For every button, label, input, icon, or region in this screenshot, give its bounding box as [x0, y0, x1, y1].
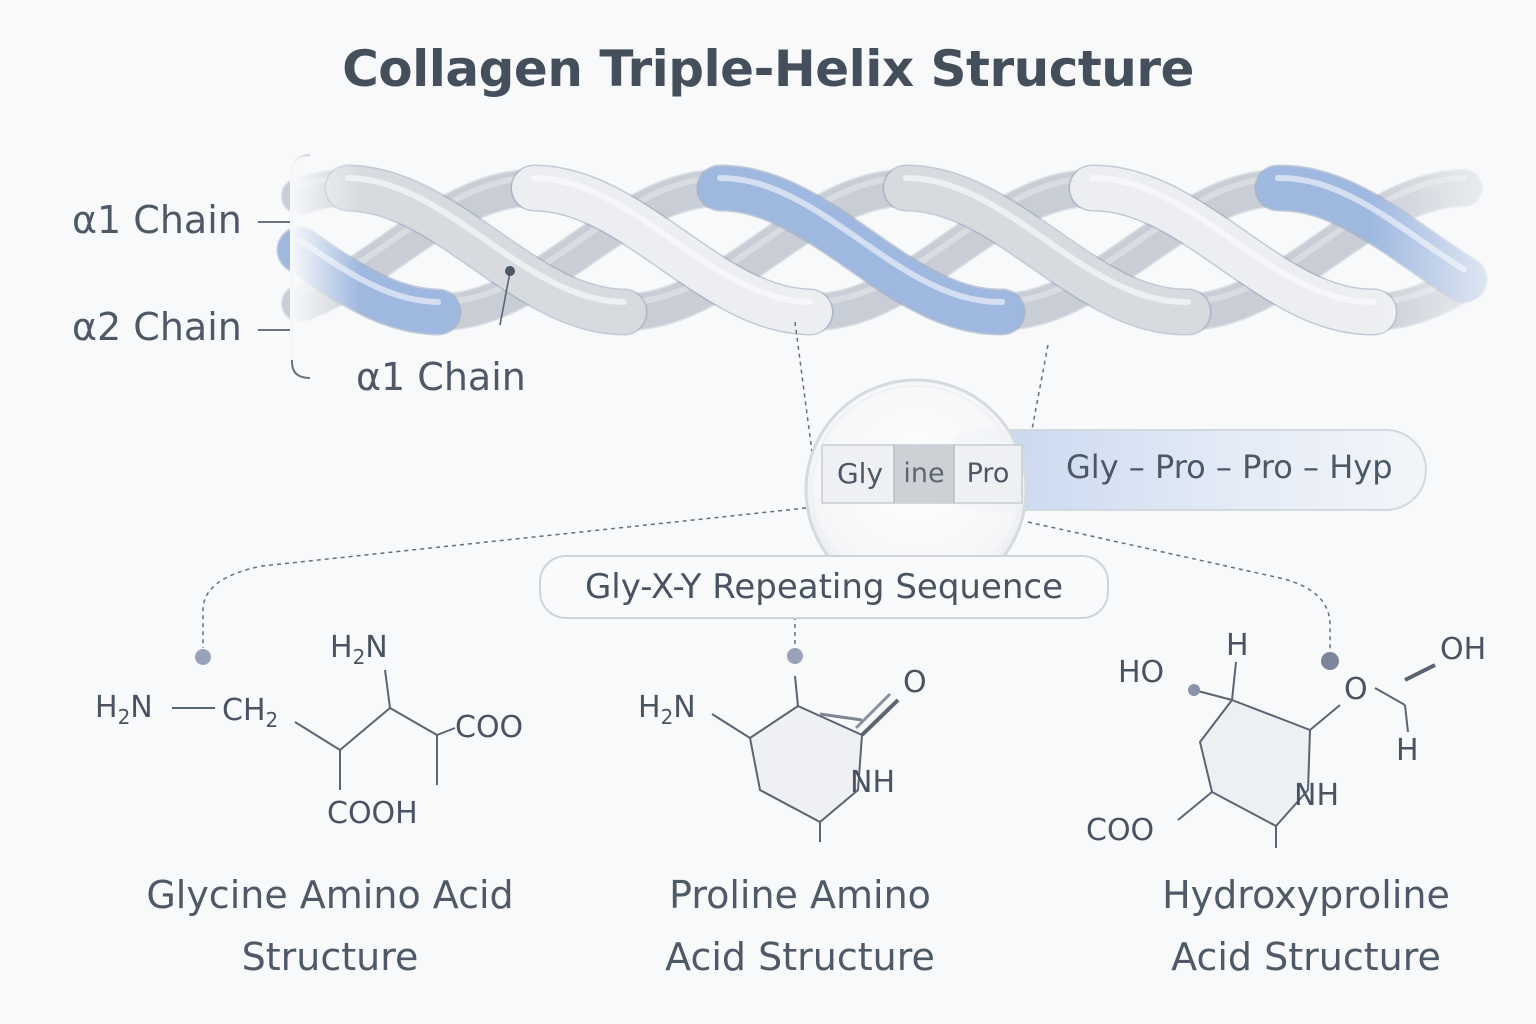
- page-title: Collagen Triple-Helix Structure: [342, 40, 1194, 98]
- hydroxyproline-nh-text: NH: [1294, 778, 1339, 813]
- hydroxyproline-caption-line1: Hydroxyproline: [1162, 873, 1450, 917]
- strand-blue-segment: [420, 170, 738, 330]
- zoom-line-left: [794, 321, 813, 453]
- glycine-h2n-top-text: H2N: [330, 630, 388, 669]
- strand-blue-highlight: [999, 175, 1281, 305]
- proline-caption-line2: Acid Structure: [665, 935, 935, 979]
- hydroxyproline-o: O: [1344, 672, 1368, 707]
- glycine-ch2-text: CH2: [222, 693, 279, 732]
- hydroxyproline-h-right-text: H: [1396, 733, 1419, 768]
- hydroxyproline-h-top: H: [1226, 628, 1249, 663]
- lens-cell-pro: Pro: [966, 458, 1010, 489]
- glycine-h2n-left: H2N: [95, 690, 153, 729]
- glycine-h2n-top: H2N: [330, 630, 388, 669]
- zoom-line-right: [1029, 344, 1049, 441]
- alpha1-chain-label-top: α1 Chain: [72, 198, 242, 242]
- connector-hydroxyproline: [1027, 521, 1331, 652]
- glycine-caption: Glycine Amino Acid Structure: [120, 864, 540, 988]
- strand-grey-segment: [326, 166, 646, 334]
- strand-white-highlight: [807, 175, 1095, 305]
- hydroxyproline-oh-text: OH: [1440, 632, 1487, 667]
- proline-anchor-dot: [787, 648, 803, 664]
- hydroxyproline-h-top-text: H: [1226, 628, 1249, 663]
- lens-cell-ine: ine: [903, 458, 945, 489]
- strand-white-highlight: [531, 175, 813, 305]
- proline-caption: Proline Amino Acid Structure: [600, 864, 1000, 988]
- glycine-caption-line1: Glycine Amino Acid: [146, 873, 514, 917]
- strand-white-highlight: [1089, 175, 1377, 305]
- hydroxyproline-o-text: O: [1344, 672, 1368, 707]
- hydroxyproline-ho-text: HO: [1118, 655, 1165, 690]
- strand-white-segment: [1070, 166, 1396, 334]
- glycine-anchor-dot: [195, 649, 211, 665]
- proline-ring: [711, 675, 900, 842]
- glycine-cooh-text: COOH: [327, 796, 418, 831]
- hydroxyproline-nh: NH: [1294, 778, 1339, 813]
- glycine-coo: COO: [455, 710, 523, 745]
- lens-cell-highlight: [894, 445, 954, 503]
- hydroxyproline-oh: OH: [1440, 632, 1486, 667]
- glycine-cooh: COOH: [327, 796, 418, 831]
- strand-grey-highlight: [903, 175, 1191, 305]
- hydroxyproline-ho: HO: [1118, 655, 1164, 690]
- alpha1-bottom-pointer: [499, 271, 511, 326]
- hydroxyproline-h-right: H: [1396, 733, 1419, 768]
- hydroxyproline-caption: Hydroxyproline Acid Structure: [1106, 864, 1506, 988]
- proline-o-text: O: [903, 665, 927, 700]
- strand-white-segment: [792, 170, 1110, 330]
- glycine-ch2: CH2: [222, 693, 278, 732]
- proline-h2n-text: H2N: [638, 690, 696, 729]
- hydroxyproline-coo-text: COO: [1086, 813, 1155, 848]
- proline-h2n: H2N: [638, 690, 696, 729]
- alpha2-chain-label: α2 Chain: [72, 305, 242, 349]
- connector-glycine: [202, 507, 807, 648]
- proline-caption-line1: Proline Amino: [669, 873, 931, 917]
- strand-blue-segment: [984, 170, 1296, 330]
- glycine-h2n-left-text: H2N: [95, 690, 153, 729]
- repeat-sequence-label: Gly-X-Y Repeating Sequence: [584, 567, 1064, 607]
- strand-white-segment: [512, 166, 832, 334]
- strand-grey-segment: [606, 170, 924, 330]
- hydroxyproline-caption-line2: Acid Structure: [1171, 935, 1441, 979]
- glycine-caption-line2: Structure: [241, 935, 419, 979]
- strand-grey-highlight: [621, 175, 909, 305]
- proline-o: O: [903, 665, 927, 700]
- hydroxyproline-coo: COO: [1086, 813, 1154, 848]
- glycine-bonds: [172, 669, 456, 790]
- repeat-pill-frame: [539, 555, 1109, 619]
- strand-blue-segment: [698, 166, 1024, 334]
- strand-blue-highlight: [717, 175, 1005, 305]
- sequence-bar-text: Gly – Pro – Pro – Hyp: [1066, 448, 1393, 486]
- strand-blue-highlight: [435, 175, 723, 305]
- proline-nh: NH: [850, 765, 895, 800]
- hydroxyproline-anchor-dot: [1321, 652, 1339, 670]
- proline-nh-text: NH: [850, 765, 895, 800]
- hydroxyproline-ring: [1177, 661, 1436, 848]
- glycine-coo-text: COO: [455, 710, 524, 745]
- strand-grey-segment: [884, 166, 1210, 334]
- lens-cell-gly: Gly: [836, 457, 884, 490]
- alpha1-bottom-dot: [505, 266, 515, 276]
- strand-grey-highlight: [345, 175, 627, 305]
- alpha1-chain-label-bottom: α1 Chain: [356, 355, 526, 399]
